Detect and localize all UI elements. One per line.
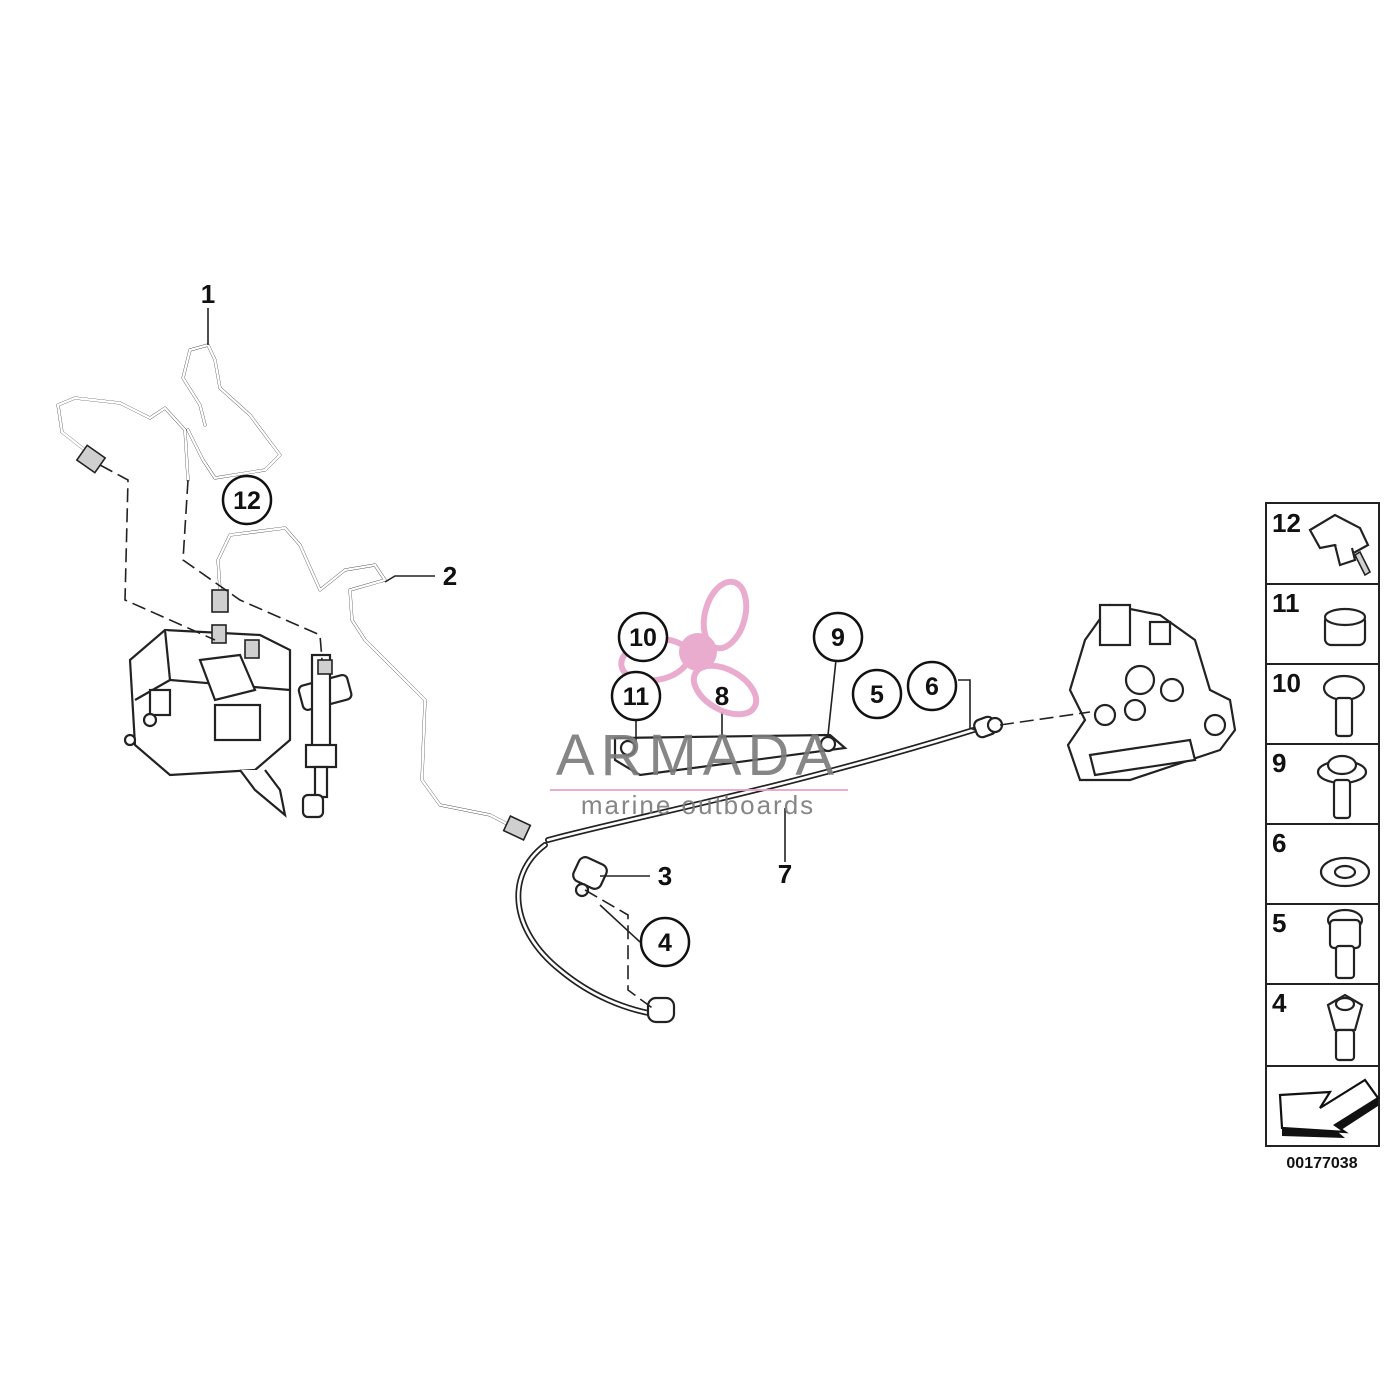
brake-pipe-1	[56, 343, 282, 482]
clip-3	[572, 856, 608, 898]
callout-2: 2	[443, 561, 457, 591]
banjo-bolt-icon	[1326, 908, 1364, 980]
bolt-icon	[1326, 993, 1364, 1062]
grommet-icon	[1323, 607, 1367, 647]
brake-hose-7	[515, 715, 1004, 1024]
parts-legend: 12 11 10 9 6 5	[1265, 502, 1380, 1147]
bracket-8	[613, 733, 848, 777]
callout-12: 12	[233, 487, 261, 515]
callout-3: 3	[658, 861, 672, 891]
screw-icon	[1322, 674, 1366, 738]
legend-item-4: 4	[1272, 988, 1287, 1018]
arrow-left-down-icon	[1278, 1078, 1380, 1138]
collar-screw-icon	[1316, 754, 1368, 820]
watermark-tagline: marine outboards	[581, 790, 815, 820]
callout-1: 1	[201, 279, 215, 309]
rear-brake-caliper	[1066, 603, 1237, 782]
callout-11: 11	[623, 683, 650, 711]
abs-pressure-modulator	[123, 624, 292, 818]
diagram-number: 00177038	[1286, 1155, 1357, 1172]
watermark: ARMADA marine outboards	[550, 578, 848, 820]
callouts: 1 2 3 7 12 10 11 8 9 5 6 4	[201, 279, 958, 968]
legend-item-9: 9	[1272, 748, 1286, 778]
leader-lines	[207, 308, 976, 943]
callout-4: 4	[658, 929, 672, 957]
callout-7: 7	[778, 859, 792, 889]
clip-icon	[1308, 513, 1372, 577]
callout-9: 9	[831, 624, 845, 652]
callout-6: 6	[925, 673, 939, 701]
legend-item-6: 6	[1272, 828, 1286, 858]
watermark-brand: ARMADA	[556, 723, 840, 788]
master-cylinder	[297, 653, 353, 819]
brake-pipe-2	[211, 526, 532, 841]
washer-icon	[1319, 856, 1371, 888]
connection-lines	[99, 464, 1091, 1011]
legend-item-12: 12	[1272, 508, 1301, 538]
legend-item-10: 10	[1272, 668, 1301, 698]
callout-10: 10	[629, 624, 657, 652]
callout-8: 8	[715, 681, 729, 711]
callout-5: 5	[870, 681, 884, 709]
legend-item-11: 11	[1272, 588, 1300, 618]
legend-item-5: 5	[1272, 908, 1286, 938]
